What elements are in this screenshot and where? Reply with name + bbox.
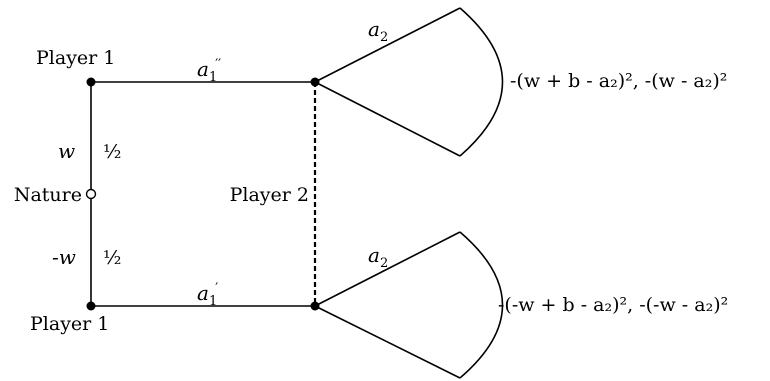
nature-up-move: w (58, 139, 75, 163)
bottom-fan-arc (459, 231, 504, 379)
nature-label: Nature (14, 184, 82, 206)
nature-down-probability: ½ (103, 247, 121, 269)
player1-top-label: Player 1 (36, 47, 115, 69)
bottom-payoff: -(-w + b - a₂)², -(-w - a₂)² (498, 294, 728, 316)
nature-up-probability: ½ (103, 141, 121, 163)
nature-down-move: -w (52, 245, 76, 269)
top-fan-arc (459, 7, 504, 157)
nature-node (85, 188, 97, 200)
p1-top-action-label: a1′′ (197, 57, 221, 85)
player2-label: Player 2 (230, 184, 309, 206)
player1-bottom-node (86, 301, 96, 311)
top-fan-lower-line (314, 81, 461, 157)
bottom-fan-lower-line (314, 305, 461, 379)
player2-top-node (310, 77, 320, 87)
bottom-fan-upper-line (314, 231, 461, 307)
p1-bottom-action-label: a1′ (197, 281, 218, 309)
player1-top-node (86, 77, 96, 87)
top-fan-upper-line (314, 7, 461, 83)
player1-bottom-label: Player 1 (30, 313, 109, 335)
p2-bottom-action-label: a2 (368, 243, 388, 271)
top-payoff: -(w + b - a₂)², -(w - a₂)² (510, 70, 727, 92)
player2-bottom-node (310, 301, 320, 311)
p2-top-action-label: a2 (368, 17, 388, 45)
